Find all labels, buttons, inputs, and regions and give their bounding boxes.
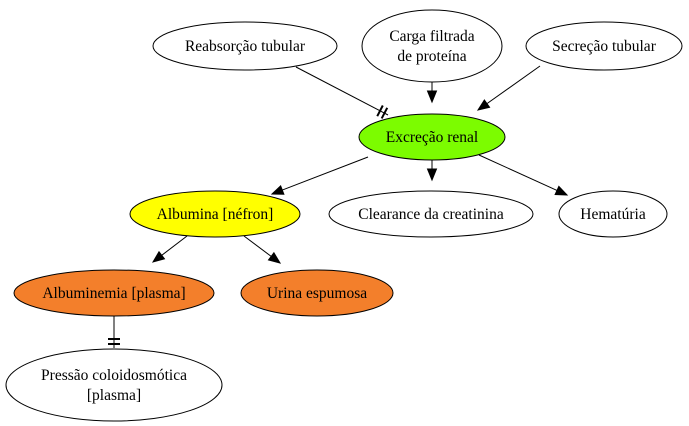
node-label: Urina espumosa [267,285,367,302]
node-ellipse [240,269,394,317]
edge-albumina-to-urina [243,235,282,264]
node-clearance: Clearance da creatinina [328,190,534,238]
node-ellipse [328,190,534,238]
edge-line [161,235,188,256]
edge-line [295,66,389,116]
node-ellipse [5,348,223,422]
node-hematuria: Hematúria [558,190,668,238]
edge-line [478,154,558,191]
edge-reabsorcao-to-excrecao [295,66,389,119]
node-label: Secreção tubular [552,38,657,55]
arrow-head [426,90,438,104]
node-albuminemia: Albuminemia [plasma] [13,269,215,317]
node-label: Albumina [néfron] [157,206,274,223]
node-secrecao: Secreção tubular [525,21,683,71]
arrow-head [270,184,285,195]
edge-excrecao-to-clearance [426,160,438,182]
edge-line [243,235,272,257]
node-label: Albuminemia [plasma] [42,285,185,302]
node-label: Hematúria [580,206,646,223]
edge-albumina-to-albuminemia [151,235,188,263]
node-urina: Urina espumosa [240,269,394,317]
node-ellipse [152,21,338,71]
node-label: Pressão coloidosmótica [41,367,187,384]
edge-line [282,156,369,191]
node-ellipse [358,113,506,161]
node-ellipse [558,190,668,238]
node-albumina: Albumina [néfron] [129,190,301,238]
edge-line [486,65,541,105]
node-carga: Carga filtrada de proteína [361,9,503,83]
node-label: [plasma] [87,387,141,404]
node-excrecao: Excreção renal [358,113,506,161]
edge-albuminemia-to-pressao [108,316,120,348]
node-label: de proteína [397,48,466,65]
arrow-head [476,99,491,111]
arrow-head [554,185,569,196]
node-label: Reabsorção tubular [185,38,306,55]
node-ellipse [13,269,215,317]
node-ellipse [525,21,683,71]
edge-secrecao-to-excrecao [476,65,541,111]
nodes-layer: Reabsorção tubular Carga filtrada de prote… [5,9,683,422]
arrow-head [267,251,282,264]
arrow-head [151,250,166,263]
edge-carga-to-excrecao [426,82,438,104]
node-ellipse [361,9,503,83]
node-reabsorcao: Reabsorção tubular [152,21,338,71]
node-label: Excreção renal [386,129,479,146]
inhibit-tick [376,105,384,117]
inhibit-tick [380,107,389,119]
arrow-head [426,168,438,182]
node-label: Clearance da creatinina [358,206,504,223]
node-label: Carga filtrada [389,28,474,45]
edge-excrecao-to-hematuria [478,154,569,196]
node-pressao: Pressão coloidosmótica [plasma] [5,348,223,422]
edge-excrecao-to-albumina [270,156,369,195]
edges-layer [108,65,569,348]
node-ellipse [129,190,301,238]
